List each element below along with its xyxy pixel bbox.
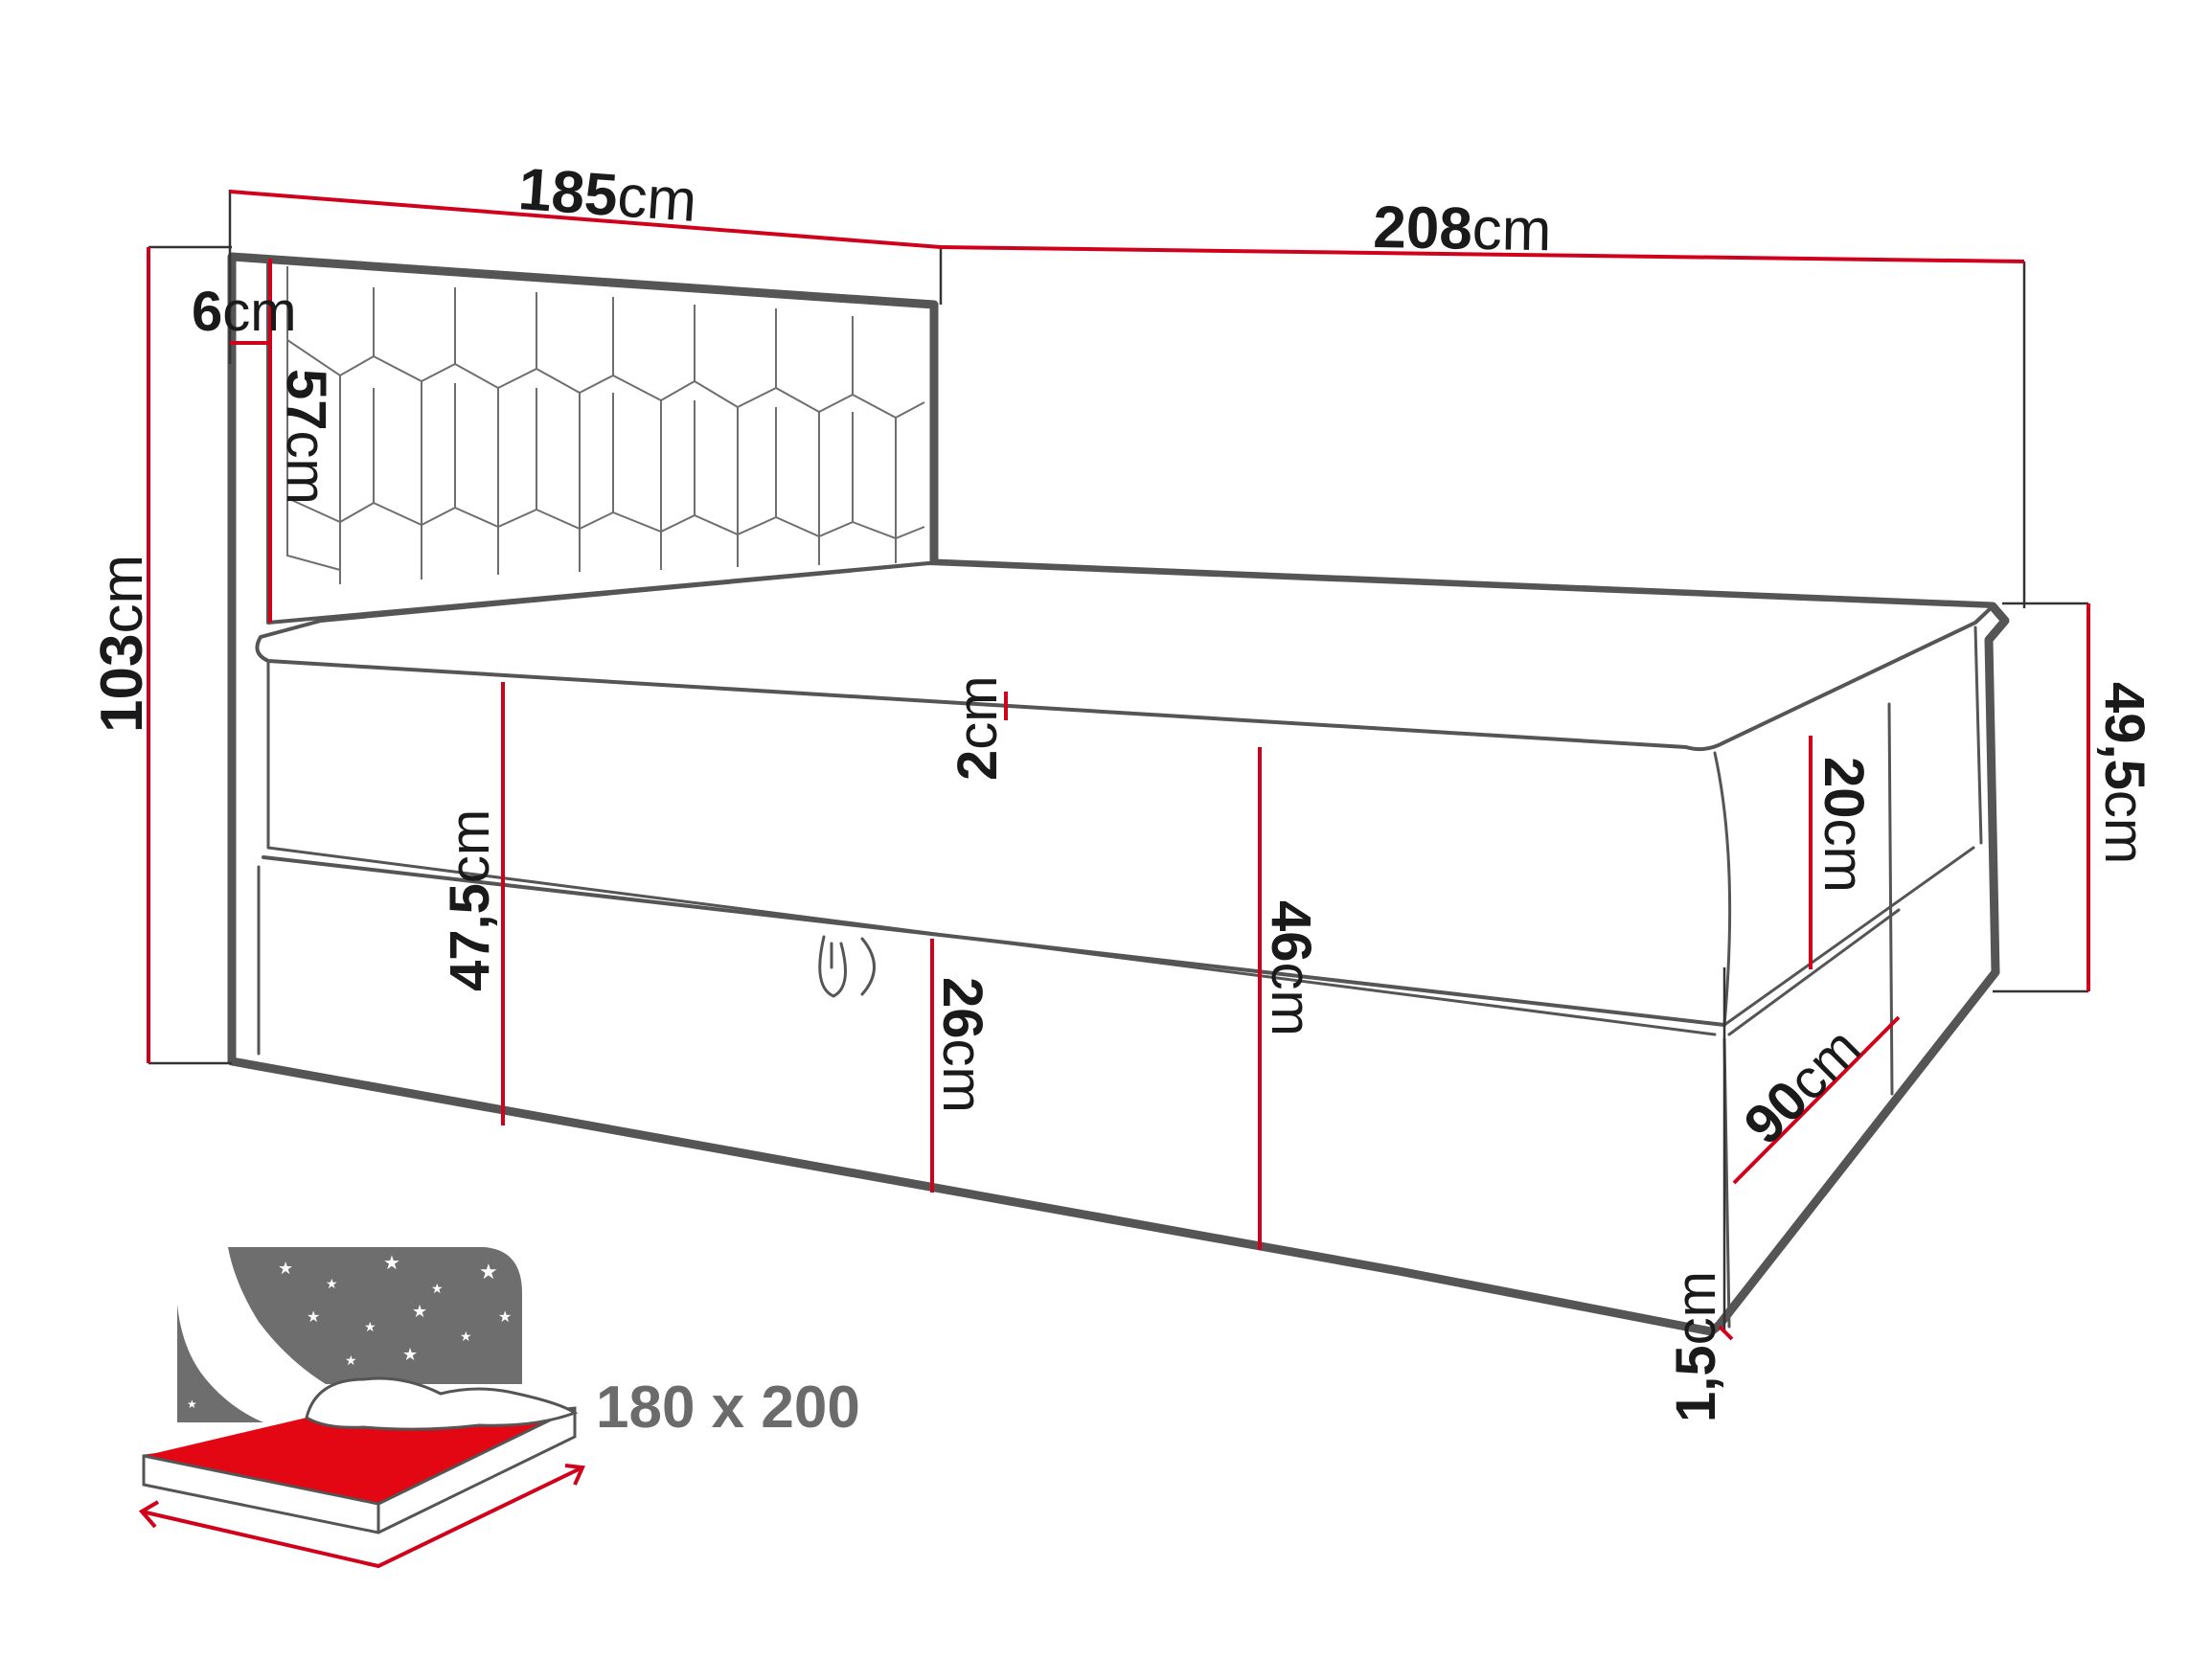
starry-headboard-icon: [228, 1247, 522, 1384]
mattress-side-right: [1973, 625, 1983, 845]
label-width: 185cm: [516, 156, 698, 235]
svg-text:★: ★: [326, 1277, 338, 1292]
drawer-handle: [818, 935, 876, 998]
svg-text:★: ★: [479, 1261, 498, 1284]
svg-text:★: ★: [431, 1282, 444, 1297]
svg-text:★: ★: [192, 1349, 204, 1364]
dim-line-leg: [1718, 1325, 1734, 1341]
arrow-head-right: [564, 1464, 585, 1486]
pillow-icon: [305, 1376, 579, 1431]
svg-text:★: ★: [498, 1307, 512, 1326]
mattress-top: [255, 561, 1995, 752]
guide-lines: [148, 190, 2088, 1331]
svg-text:★: ★: [460, 1329, 472, 1345]
svg-text:★: ★: [364, 1320, 376, 1335]
dim-line-section-width: [1732, 1015, 1901, 1185]
label-drawer: 26cm: [931, 977, 993, 1113]
dim-line-width: [229, 190, 942, 249]
svg-text:★: ★: [278, 1259, 293, 1279]
label-leg: 1,5cm: [1665, 1271, 1727, 1422]
label-frame-front: 47,5cm: [439, 809, 501, 991]
base-side-vertical: [1887, 702, 1894, 1096]
label-length: 208cm: [1373, 194, 1552, 263]
headboard-hex-pattern: [286, 266, 925, 584]
mattress-size-icon: ★ ★ ★ ★ ★ ★ ★ ★ ★ ★ ★ ★ ★ ★ ★: [138, 1247, 585, 1569]
label-headboard-panel: 57cm: [275, 369, 337, 505]
mattress-front: [266, 659, 1717, 1036]
svg-text:★: ★: [345, 1353, 357, 1369]
size-arrow-icon: [141, 1466, 583, 1569]
starry-headboard-left: [177, 1305, 263, 1422]
svg-text:★: ★: [383, 1251, 400, 1274]
mattress-front-lower: [262, 855, 1726, 1027]
label-total-height: 103cm: [89, 555, 155, 733]
svg-text:★: ★: [412, 1302, 427, 1322]
base-side-line: [1727, 908, 1901, 1036]
star-icons: ★ ★ ★ ★ ★ ★ ★ ★ ★ ★ ★ ★ ★ ★ ★: [187, 1251, 512, 1411]
arrow-head-left: [138, 1500, 160, 1529]
dimension-lines: [147, 190, 2090, 1341]
dim-line-length: [940, 245, 2025, 263]
mattress-corner: [1713, 751, 1975, 1027]
mattress-red-top: [144, 1408, 575, 1504]
mattress-size-label: 180 x 200: [596, 1375, 860, 1441]
label-mattress: 20cm: [1813, 757, 1875, 893]
label-side-height: 49,5cm: [2093, 682, 2155, 864]
svg-text:★: ★: [216, 1379, 229, 1398]
mattress-front-edge: [143, 1406, 576, 1533]
svg-text:★: ★: [307, 1307, 320, 1326]
svg-text:★: ★: [187, 1398, 197, 1411]
svg-text:★: ★: [402, 1345, 418, 1365]
label-base: 46cm: [1260, 900, 1322, 1036]
label-headboard-thickness: 6cm: [192, 281, 297, 343]
label-topper: 2cm: [946, 675, 1009, 781]
